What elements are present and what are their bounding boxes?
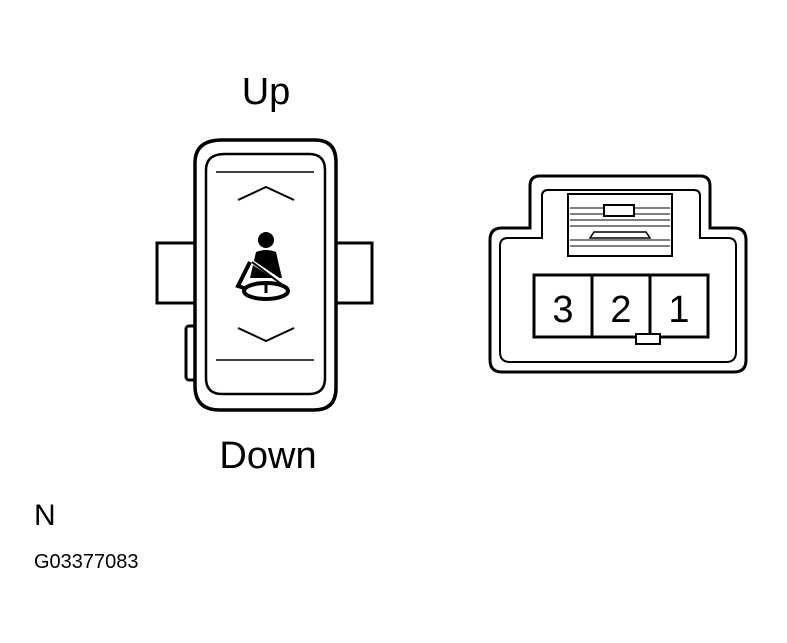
terminal-number: 2 — [610, 289, 631, 331]
chevron-down-icon — [237, 327, 295, 343]
figure-code: G03377083 — [34, 551, 139, 573]
connector-inner-shell — [499, 189, 737, 363]
note-letter: N — [34, 499, 56, 532]
terminal-cavity — [648, 273, 710, 339]
switch-right-tab — [330, 241, 374, 305]
up-label: Up — [242, 71, 291, 113]
terminal-cavity — [532, 273, 594, 339]
seatbelt-icon — [235, 232, 290, 301]
terminal-number: 1 — [668, 289, 689, 331]
chevron-up-icon — [237, 185, 295, 201]
terminal-number: 3 — [552, 289, 573, 331]
down-label: Down — [219, 435, 316, 477]
switch-inner-face — [204, 152, 327, 396]
connector-latch-frame — [567, 193, 673, 257]
connector — [488, 174, 748, 374]
switch-left-tab — [155, 241, 199, 305]
connector-key — [635, 333, 661, 345]
connector-latch-tab — [603, 204, 635, 217]
